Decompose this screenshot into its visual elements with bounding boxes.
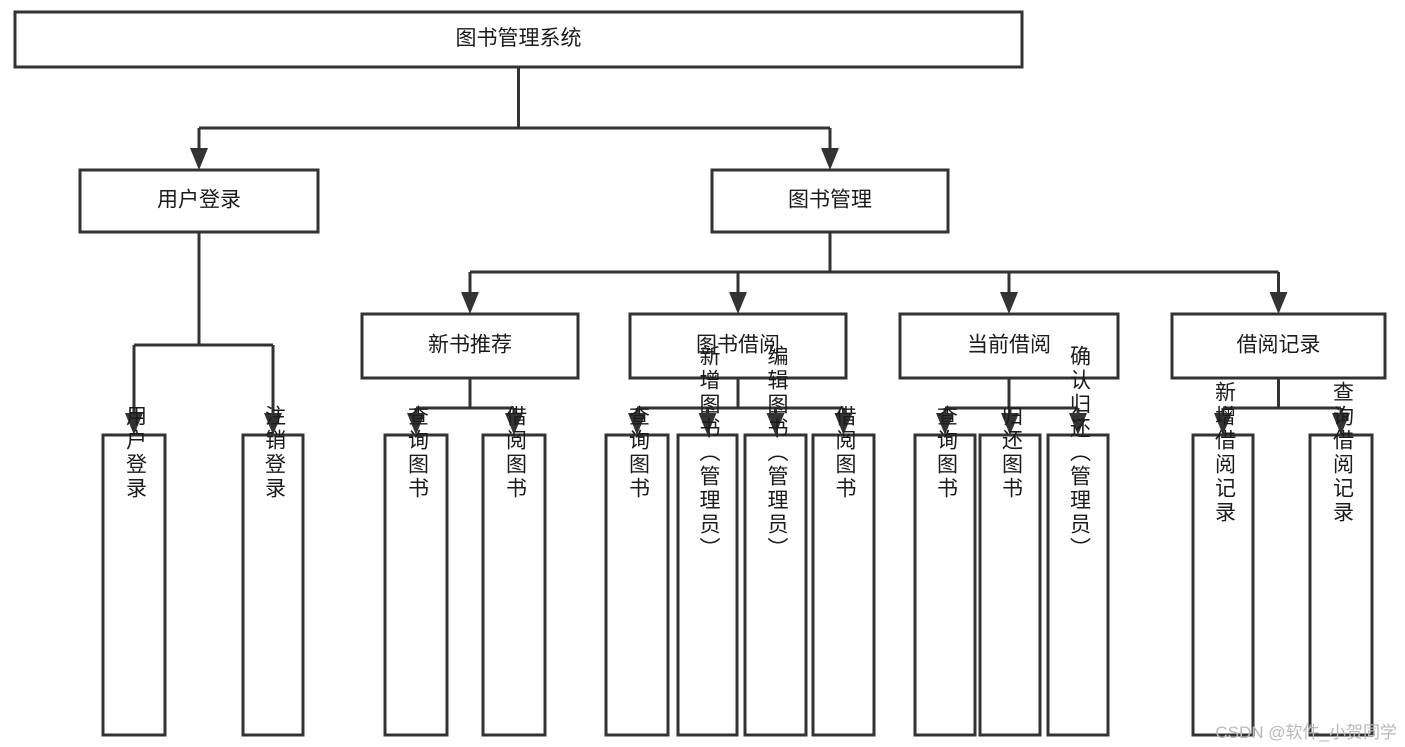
node-layer: 图书管理系统用户登录图书管理新书推荐图书借阅当前借阅借阅记录用户登录注销登录查询… <box>13 10 1387 737</box>
node-box <box>898 312 1120 380</box>
node-leaf-11-新增借阅记录[interactable]: 新增借阅记录 <box>1191 381 1255 737</box>
arrow-head-icon <box>407 413 425 435</box>
node-box <box>913 433 977 737</box>
node-label: 归还图书 <box>999 405 1023 501</box>
node-box <box>1170 312 1387 380</box>
node-box <box>710 168 950 234</box>
node-box <box>13 10 1024 69</box>
node-box <box>383 433 449 737</box>
node-box <box>978 433 1042 737</box>
node-label: 用户登录 <box>157 189 241 212</box>
node-box <box>628 312 848 380</box>
node-level3-2-当前借阅[interactable]: 当前借阅 <box>898 312 1120 380</box>
node-leaf-12-查询借阅记录[interactable]: 查询借阅记录 <box>1308 381 1374 737</box>
node-level3-3-借阅记录[interactable]: 借阅记录 <box>1170 312 1387 380</box>
node-level2-0-用户登录[interactable]: 用户登录 <box>78 168 320 234</box>
node-label: 借阅图书 <box>503 405 527 501</box>
arrow-head-icon <box>834 413 853 435</box>
arrow-head-icon <box>461 292 479 314</box>
node-label: 新书推荐 <box>428 334 512 357</box>
arrow-head-icon <box>264 413 282 435</box>
node-label: 查询借阅记录 <box>1330 381 1354 525</box>
node-level3-0-新书推荐[interactable]: 新书推荐 <box>360 312 580 380</box>
node-label: 图书借阅 <box>696 334 780 357</box>
arrow-head-icon <box>1001 413 1019 435</box>
arrow-head-icon <box>190 148 208 170</box>
node-leaf-0-用户登录[interactable]: 用户登录 <box>101 405 167 737</box>
node-box <box>1046 433 1110 737</box>
node-box <box>78 168 320 234</box>
node-box <box>1308 433 1374 737</box>
node-label: 新增图书（管理员） <box>697 345 721 561</box>
node-leaf-4-查询图书[interactable]: 查询图书 <box>604 405 670 737</box>
node-box <box>481 433 547 737</box>
node-label: 用户登录 <box>123 405 147 501</box>
node-label: 当前借阅 <box>967 334 1051 357</box>
arrow-head-icon <box>628 413 646 435</box>
node-label: 注销登录 <box>262 405 286 501</box>
node-box <box>241 433 305 737</box>
node-label: 图书管理 <box>788 189 872 212</box>
node-leaf-3-借阅图书[interactable]: 借阅图书 <box>481 405 547 737</box>
node-label: 借阅图书 <box>833 405 857 501</box>
node-box <box>101 433 167 737</box>
node-leaf-7-借阅图书[interactable]: 借阅图书 <box>811 405 876 737</box>
connector-layer <box>125 67 1350 435</box>
arrow-head-icon <box>1000 292 1018 314</box>
arrow-head-icon <box>766 413 785 435</box>
arrow-head-icon <box>1269 292 1288 314</box>
node-box <box>1191 433 1255 737</box>
node-label: 确认归还（管理员） <box>1067 345 1091 561</box>
node-label: 新增借阅记录 <box>1212 381 1236 525</box>
node-label: 查询图书 <box>934 405 958 501</box>
node-leaf-5-新增图书管理员[interactable]: 新增图书（管理员） <box>676 345 739 737</box>
arrow-head-icon <box>936 413 954 435</box>
node-leaf-1-注销登录[interactable]: 注销登录 <box>241 405 305 737</box>
node-label: 查询图书 <box>626 405 650 501</box>
node-box <box>743 433 808 737</box>
node-level2-1-图书管理[interactable]: 图书管理 <box>710 168 950 234</box>
node-leaf-9-归还图书[interactable]: 归还图书 <box>978 405 1042 737</box>
node-box <box>604 433 670 737</box>
node-leaf-6-编辑图书管理员[interactable]: 编辑图书（管理员） <box>743 345 808 737</box>
arrow-head-icon <box>821 148 839 170</box>
node-root-0-图书管理系统[interactable]: 图书管理系统 <box>13 10 1024 69</box>
arrow-head-icon <box>505 413 523 435</box>
arrow-head-icon <box>125 413 143 435</box>
node-label: 图书管理系统 <box>456 27 582 50</box>
node-label: 借阅记录 <box>1237 334 1321 357</box>
node-leaf-8-查询图书[interactable]: 查询图书 <box>913 405 977 737</box>
node-level3-1-图书借阅[interactable]: 图书借阅 <box>628 312 848 380</box>
arrow-head-icon <box>1069 413 1087 435</box>
node-leaf-2-查询图书[interactable]: 查询图书 <box>383 405 449 737</box>
node-leaf-10-确认归还管理员[interactable]: 确认归还（管理员） <box>1046 345 1110 737</box>
arrow-head-icon <box>1332 413 1350 435</box>
arrow-head-icon <box>729 292 747 314</box>
node-box <box>811 433 876 737</box>
arrow-head-icon <box>698 413 717 435</box>
node-box <box>676 433 739 737</box>
node-box <box>360 312 580 380</box>
node-label: 编辑图书（管理员） <box>765 345 789 561</box>
node-label: 查询图书 <box>405 405 429 501</box>
arrow-head-icon <box>1214 413 1232 435</box>
